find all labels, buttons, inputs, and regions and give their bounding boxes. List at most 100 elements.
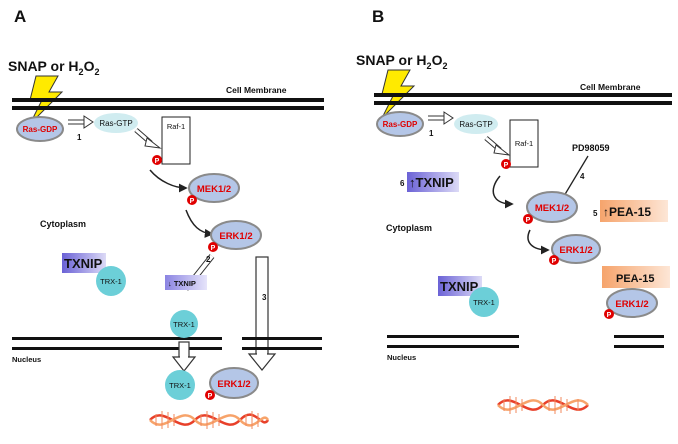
step-3: 3	[262, 293, 267, 302]
membrane-line	[12, 98, 324, 102]
erk-node	[551, 234, 601, 264]
membrane-label: Cell Membrane	[226, 85, 287, 95]
txnip-box	[62, 253, 106, 273]
panel-a: A SNAP or H2O2 Cell Membrane Ras-GDP 1 R…	[8, 7, 324, 429]
phospho-marker	[205, 390, 215, 400]
nuclear-membrane	[614, 345, 664, 348]
inhibitor-label: PD98059	[572, 143, 610, 153]
step-4: 4	[580, 172, 585, 181]
arrow-raf-mek	[149, 169, 188, 193]
trx-node	[96, 266, 126, 296]
pea15-box	[602, 266, 670, 288]
phospho-marker	[152, 155, 162, 165]
nuclear-membrane	[12, 347, 222, 350]
pea15-label: PEA-15	[616, 273, 655, 285]
cytoplasm-label: Cytoplasm	[386, 223, 432, 233]
arrow-3	[255, 256, 269, 356]
step-1: 1	[429, 129, 434, 138]
txnip-down-box	[165, 275, 207, 290]
arrow-raf-mek	[492, 175, 514, 209]
stimulus-label: SNAP or H2O2	[356, 52, 447, 71]
panel-b: B SNAP or H2O2 Cell Membrane Ras-GDP 1 R…	[356, 7, 672, 414]
stimulus-label: SNAP or H2O2	[8, 58, 99, 77]
panel-letter: A	[14, 7, 26, 26]
phospho-marker	[604, 309, 614, 319]
txnip-box	[438, 276, 482, 296]
svg-text:P: P	[155, 158, 160, 165]
trx-bottom-label: TRX-1	[169, 381, 191, 390]
dna-helix-icon	[149, 411, 270, 429]
erk-node	[606, 288, 658, 318]
trx-node	[469, 287, 499, 317]
ras-gtp-label: Ras-GTP	[459, 120, 492, 129]
panel-letter: B	[372, 7, 384, 26]
membrane-line	[374, 101, 672, 105]
membrane-line	[374, 93, 672, 97]
txnip-up-label: ↑TXNIP	[409, 175, 454, 190]
pea15-up-label: ↑PEA-15	[603, 205, 651, 219]
ras-gtp-node	[454, 114, 498, 134]
raf-box	[161, 116, 191, 165]
ras-gtp-node	[94, 113, 138, 133]
svg-text:P: P	[208, 393, 213, 400]
ras-gdp-label: Ras-GDP	[23, 125, 58, 134]
phospho-marker	[501, 159, 511, 169]
erk-label: ERK1/2	[219, 231, 252, 242]
txnip-label: TXNIP	[64, 256, 103, 271]
arrow-mek-erk	[185, 209, 214, 238]
step-6: 6	[400, 179, 405, 188]
nuclear-membrane	[12, 337, 222, 340]
ras-gtp-label: Ras-GTP	[99, 119, 132, 128]
nuclear-membrane	[387, 335, 519, 338]
phospho-marker	[523, 214, 533, 224]
ras-gdp-label: Ras-GDP	[383, 120, 418, 129]
svg-text:P: P	[607, 312, 612, 319]
mek-label: MEK1/2	[197, 184, 231, 195]
svg-text:P: P	[526, 217, 531, 224]
step-5: 5	[593, 209, 598, 218]
phospho-marker	[187, 195, 197, 205]
phospho-marker	[208, 242, 218, 252]
cytoplasm-label: Cytoplasm	[40, 219, 86, 229]
raf-label: Raf-1	[515, 139, 533, 148]
txnip-down-label: ↓ TXNIP	[168, 279, 196, 288]
nuclear-membrane	[387, 345, 519, 348]
svg-text:P: P	[190, 198, 195, 205]
svg-text:P: P	[504, 162, 509, 169]
svg-text:P: P	[211, 245, 216, 252]
trx-node	[165, 370, 195, 400]
dna-helix-icon	[497, 396, 589, 414]
trx-node	[170, 310, 198, 338]
txnip-up-box	[407, 172, 459, 192]
ras-gdp-node	[16, 116, 64, 142]
nuclear-membrane	[242, 347, 322, 350]
trx-nucleus-label: TRX-1	[173, 320, 195, 329]
erk-bottom-label: ERK1/2	[217, 379, 250, 390]
erk-label: ERK1/2	[559, 245, 592, 256]
ras-gdp-node	[376, 111, 424, 137]
erk-bound-label: ERK1/2	[615, 299, 648, 310]
trx-label: TRX-1	[100, 277, 122, 286]
step-1: 1	[77, 133, 82, 142]
txnip-label: TXNIP	[440, 279, 479, 294]
mek-node	[188, 173, 240, 203]
nucleus-label: Nucleus	[387, 353, 416, 362]
mek-label: MEK1/2	[535, 203, 569, 214]
phospho-marker	[549, 255, 559, 265]
membrane-label: Cell Membrane	[580, 82, 641, 92]
arrow-trx-import	[178, 341, 190, 359]
arrow-mek-erk	[527, 229, 550, 255]
step-2: 2	[206, 255, 211, 264]
erk-node	[209, 367, 259, 399]
erk-node	[210, 220, 262, 250]
svg-text:P: P	[552, 258, 557, 265]
nucleus-label: Nucleus	[12, 355, 41, 364]
raf-box	[509, 119, 539, 168]
mek-node	[526, 191, 578, 223]
nuclear-membrane	[614, 335, 664, 338]
trx-label: TRX-1	[473, 298, 495, 307]
pea15-up-box	[600, 200, 668, 222]
inhibition-line	[563, 155, 589, 197]
nuclear-membrane	[242, 337, 322, 340]
